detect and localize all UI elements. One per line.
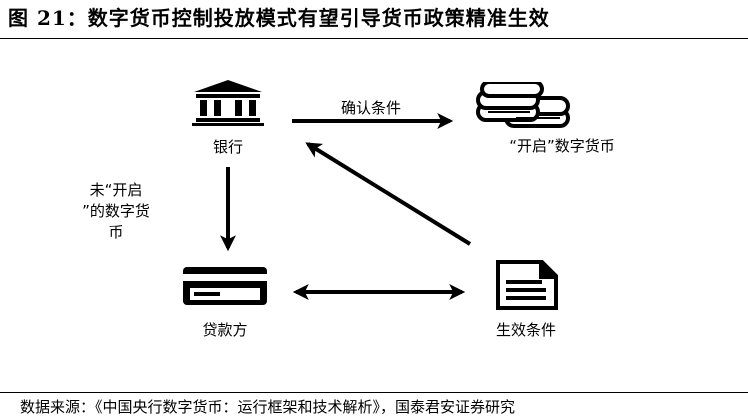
borrower-label: 贷款方: [202, 321, 248, 339]
activated-currency-label: “开启”数字货币: [509, 137, 615, 155]
inactive-currency-label: 未“开启 ”的数字货 币: [54, 180, 178, 243]
flow-diagram: [220, 113, 472, 300]
arrow-condition-to-bank: [305, 142, 472, 246]
inactive-currency-label-line3: 币: [108, 223, 124, 241]
title-divider: [0, 38, 748, 39]
coins-stack-icon: [476, 82, 570, 128]
credit-card-icon: [183, 267, 267, 305]
effective-condition-label: 生效条件: [495, 321, 556, 339]
inactive-currency-label-line2: ”的数字货: [82, 202, 150, 220]
bank-icon: [192, 80, 264, 126]
figure-source: 数据来源：《中国央行数字货币：运行框架和技术解析》，国泰君安证券研究: [20, 398, 516, 416]
source-divider: [0, 392, 748, 393]
figure-title: 图 21：数字货币控制投放模式有望引导货币政策精准生效: [8, 6, 550, 30]
document-icon: [496, 260, 558, 310]
confirm-condition-label: 确认条件: [340, 99, 401, 117]
bank-label: 银行: [212, 138, 243, 156]
inactive-currency-label-line1: 未“开启: [89, 181, 143, 199]
